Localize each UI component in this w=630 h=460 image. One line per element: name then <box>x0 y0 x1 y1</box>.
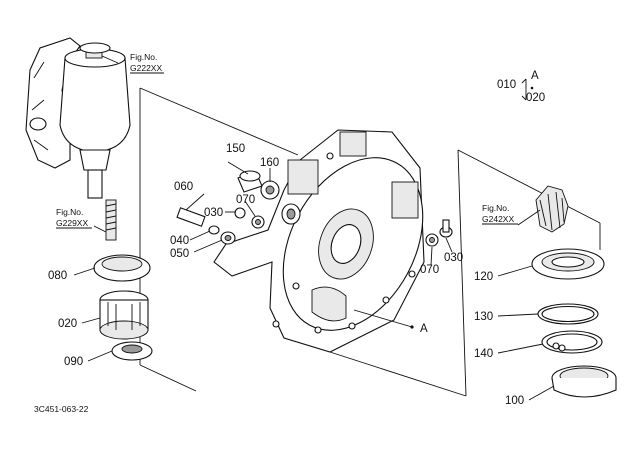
callout-090: 090 <box>64 356 83 368</box>
left-hardware-parts <box>176 170 280 245</box>
fig-ref-g229: Fig.No. G229XX <box>56 207 92 229</box>
legend-top: 010 <box>497 79 516 91</box>
callout-030b: 030 <box>444 252 463 264</box>
callout-150: 150 <box>226 143 245 155</box>
callout-160: 160 <box>260 157 279 169</box>
drawing-code: 3C451-063-22 <box>34 404 89 414</box>
fig-ref-code: G229XX <box>56 218 88 228</box>
point-a-dot <box>410 325 414 329</box>
callout-120: 120 <box>474 271 493 283</box>
fig-ref-label: Fig.No. <box>130 52 157 62</box>
callout-100: 100 <box>505 395 524 407</box>
upper-housing-part <box>25 37 131 241</box>
fig-ref-code: G242XX <box>482 214 514 224</box>
point-a: A <box>410 323 428 335</box>
lower-bearing-parts <box>93 254 153 361</box>
fig-ref-g222: Fig.No. G222XX <box>130 52 164 74</box>
main-housing-part <box>213 129 425 353</box>
callout-130: 130 <box>474 311 493 323</box>
explode-frame-right <box>329 149 601 397</box>
legend: 010 A 020 <box>497 70 545 104</box>
legend-mid: A <box>531 70 539 82</box>
right-bearing-parts <box>531 185 617 398</box>
callout-020: 020 <box>58 318 77 330</box>
callout-070b: 070 <box>420 264 439 276</box>
fig-ref-label: Fig.No. <box>482 203 509 213</box>
callout-030: 030 <box>204 207 223 219</box>
legend-dot <box>530 86 534 90</box>
callout-040: 040 <box>170 235 189 247</box>
fig-ref-g242: Fig.No. G242XX <box>482 203 518 225</box>
fig-ref-code: G222XX <box>130 63 162 73</box>
leader-lines <box>73 55 555 401</box>
right-hardware-parts <box>425 219 453 247</box>
legend-bottom: 020 <box>526 92 545 104</box>
fig-ref-label: Fig.No. <box>56 207 83 217</box>
callout-labels: 150 160 060 030 070 040 050 080 020 090 … <box>48 143 524 407</box>
callout-080: 080 <box>48 270 67 282</box>
point-a-label: A <box>420 323 428 335</box>
callout-140: 140 <box>474 348 493 360</box>
callout-060: 060 <box>174 181 193 193</box>
callout-050: 050 <box>170 248 189 260</box>
callout-070: 070 <box>236 194 255 206</box>
